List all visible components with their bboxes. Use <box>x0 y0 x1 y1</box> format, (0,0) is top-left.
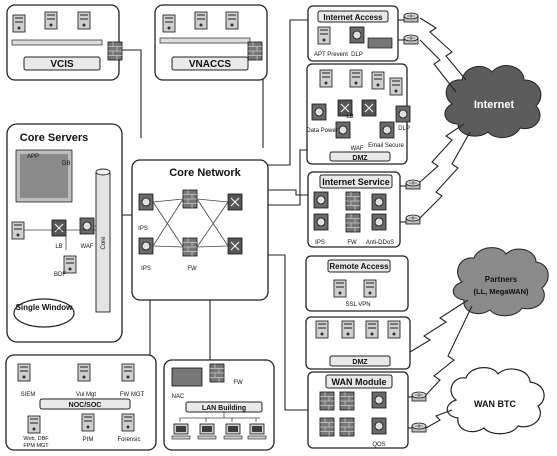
zone-dmz-bottom: DMZ <box>305 316 411 370</box>
zone-core-network-title: Core Network <box>169 167 241 179</box>
db-label: DB <box>62 161 70 167</box>
zone-internet-service: Internet Service IPS FW Anti-DDoS <box>307 171 421 248</box>
waf-core-label: WAF <box>80 244 93 250</box>
zone-noc-soc: SIEM Vul Mgt FW MGT NOC/SOC Web, DBF FPM… <box>5 354 157 451</box>
zone-wan-module-title: WAN Module <box>332 377 387 387</box>
zone-core-servers-title: Core Servers <box>20 132 89 144</box>
ssl-vpn-label: SSL VPN <box>345 302 370 308</box>
cloud-wan-btc: WAN BTC <box>446 367 545 435</box>
waf-dmz-label: WAF <box>350 146 363 152</box>
partners-line1: Partners <box>485 275 518 284</box>
cloud-internet: Internet <box>444 65 542 138</box>
wireless-links <box>409 17 473 429</box>
vul-mgt-label: Vul Mgt <box>76 392 96 398</box>
email-secure-label: Email Secure <box>368 143 404 149</box>
single-window-label: Single Window <box>16 303 74 312</box>
fw-core-label: FW <box>187 266 197 272</box>
fw-is-label: FW <box>347 240 357 246</box>
zone-remote-access-title: Remote Access <box>329 262 389 271</box>
zone-noc-soc-title: NOC/SOC <box>69 402 102 409</box>
data-power-label: Data Power <box>306 128 337 134</box>
zone-dmz-top-title: DMZ <box>352 155 368 162</box>
anti-ddos-label: Anti-DDoS <box>366 240 394 246</box>
qos-label: QOS <box>372 442 385 448</box>
internet-cloud-label: Internet <box>474 99 515 111</box>
lb-dmz-label: LB <box>346 114 353 120</box>
nac-label: NAC <box>172 394 185 400</box>
dlp-ia-label: DLP <box>351 52 363 58</box>
zone-vcis: VCIS <box>6 4 123 81</box>
zone-internet-access-title: Internet Access <box>323 13 383 22</box>
web-dbf-label: Web, DBF <box>23 436 49 442</box>
ips-is-label: IPS <box>315 240 325 246</box>
zone-dmz-bottom-title: DMZ <box>352 359 368 366</box>
siem-label: SIEM <box>21 392 36 398</box>
apt-prevent-label: APT Prevent <box>314 52 348 58</box>
zone-core-network: Core Network IPS IPS FW <box>131 159 269 301</box>
zone-internet-access: Internet Access APT Prevent DLP <box>307 5 419 62</box>
ips-core2-label: IPS <box>141 266 151 272</box>
zone-dmz-top: LB Data Power WAF DLP Email Secure DMZ <box>306 63 411 165</box>
wan-btc-label: WAN BTC <box>474 399 516 409</box>
zone-lan-building-title: LAN Building <box>202 405 246 412</box>
zone-lan-building: NAC FW LAN Building <box>163 359 275 451</box>
dlp-dmz-label: DLP <box>398 126 410 132</box>
bdf-label: BDF <box>54 272 66 278</box>
vcis-switch <box>11 39 103 46</box>
zone-vcis-title: VCIS <box>50 59 74 70</box>
zone-wan-module: WAN Module QOS <box>307 371 427 449</box>
zone-vnaccs-title: VNACCS <box>189 59 232 70</box>
ips-core1-label: IPS <box>138 226 148 232</box>
zone-core-servers: Core Servers APP DB LB WAF Core BDF Sing… <box>6 123 123 343</box>
zone-vnaccs: VNACCS <box>154 4 268 81</box>
pim-label: PIM <box>83 437 94 443</box>
partners-line2: (LL, MegaWAN) <box>474 287 529 296</box>
zone-internet-service-title: Internet Service <box>322 177 390 187</box>
cloud-partners: Partners (LL, MegaWAN) <box>452 247 549 317</box>
lb-core-label: LB <box>55 244 62 250</box>
fw-mgt-label: FW MGT <box>120 392 145 398</box>
single-window-shape <box>13 298 75 328</box>
forensic-label: Forensic <box>117 437 140 443</box>
zone-remote-access: Remote Access SSL VPN <box>305 255 409 312</box>
core-label: Core <box>101 236 107 250</box>
fw-lan-label: FW <box>233 380 243 386</box>
app-label: APP <box>27 154 39 160</box>
fpm-mgt-label: FPM MGT <box>23 443 49 449</box>
